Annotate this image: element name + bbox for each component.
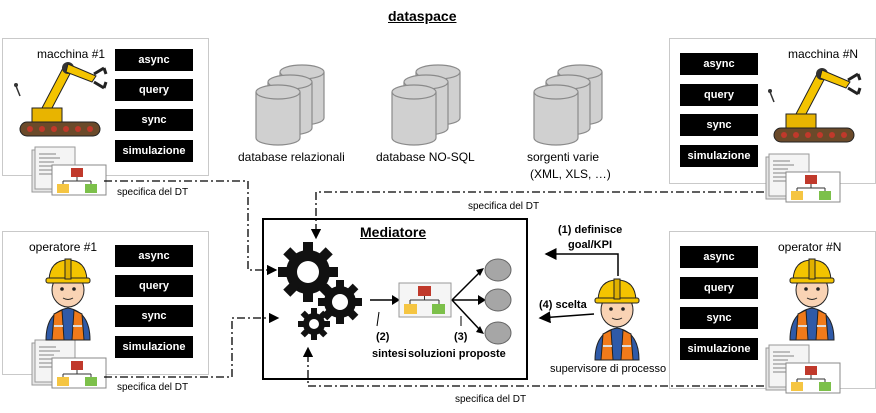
supervisor-label: supervisore di processo: [550, 363, 667, 375]
machine-n-label: macchina #N: [788, 47, 859, 61]
tag-sync: sync: [115, 109, 193, 131]
solution-node: [484, 321, 512, 345]
operator-1-label: operatore #1: [29, 240, 98, 254]
tag-query: query: [680, 277, 758, 299]
tag-async: async: [115, 245, 193, 267]
mediator-title: Mediatore: [360, 224, 427, 240]
tag-async: async: [680, 53, 758, 75]
synthesis-label: sintesi: [372, 348, 407, 360]
dt-spec-document-icon: [765, 344, 841, 394]
operator-n-panel: operator #N async query sync simulazione: [669, 231, 876, 389]
machine-1-label: macchina #1: [37, 47, 106, 61]
tag-simulazione: simulazione: [680, 145, 758, 167]
gears-icon: [278, 242, 362, 340]
solutions-fanout: [451, 268, 486, 334]
dt-spec-label: specifica del DT: [468, 201, 540, 212]
tag-query: query: [115, 275, 193, 297]
solution-node: [484, 258, 512, 282]
supervisor-icon: [594, 278, 640, 361]
database-various-label: sorgenti varie: [527, 150, 600, 164]
tag-async: async: [680, 246, 758, 268]
tag-sync: sync: [680, 307, 758, 329]
solutions-step-number: (3): [454, 331, 468, 343]
label-ticks: [376, 311, 462, 327]
dt-spec-label: specifica del DT: [455, 394, 527, 405]
tag-query: query: [680, 84, 758, 106]
workflow-icon: [398, 282, 452, 318]
tag-simulazione: simulazione: [115, 140, 193, 162]
dt-spec-document-icon: [765, 153, 841, 203]
dt-spec-label: specifica del DT: [117, 382, 189, 393]
dt-spec-document-icon: [31, 339, 107, 389]
synthesis-step-number: (2): [376, 331, 390, 343]
solution-node: [484, 288, 512, 312]
tag-query: query: [115, 79, 193, 101]
database-nosql-icon: [391, 64, 461, 146]
tag-simulazione: simulazione: [680, 338, 758, 360]
worker-icon: [789, 258, 835, 341]
database-relational-icon: [255, 64, 325, 146]
database-various-label-2: (XML, XLS, …): [530, 167, 611, 181]
worker-icon: [45, 258, 91, 341]
dt-spec-label: specifica del DT: [117, 187, 189, 198]
dt-spec-document-icon: [31, 146, 107, 196]
database-relational-label: database relazionali: [238, 150, 345, 164]
page-title: dataspace: [388, 8, 457, 24]
step1-label-2: goal/KPI: [568, 239, 613, 251]
database-nosql-label: database NO-SQL: [376, 150, 475, 164]
tag-sync: sync: [115, 305, 193, 327]
synthesis-arrow: [370, 295, 400, 305]
robot-arm-icon: [14, 62, 108, 137]
tag-async: async: [115, 49, 193, 71]
step4-label: (4) scelta: [539, 299, 587, 311]
robot-arm-icon: [768, 68, 862, 143]
operator-n-label: operator #N: [778, 240, 842, 254]
solutions-label: soluzioni proposte: [408, 348, 506, 360]
tag-simulazione: simulazione: [115, 336, 193, 358]
mediator-box: [262, 218, 528, 380]
database-various-icon: [533, 64, 603, 146]
step1-label: (1) definisce: [558, 224, 623, 236]
tag-sync: sync: [680, 114, 758, 136]
